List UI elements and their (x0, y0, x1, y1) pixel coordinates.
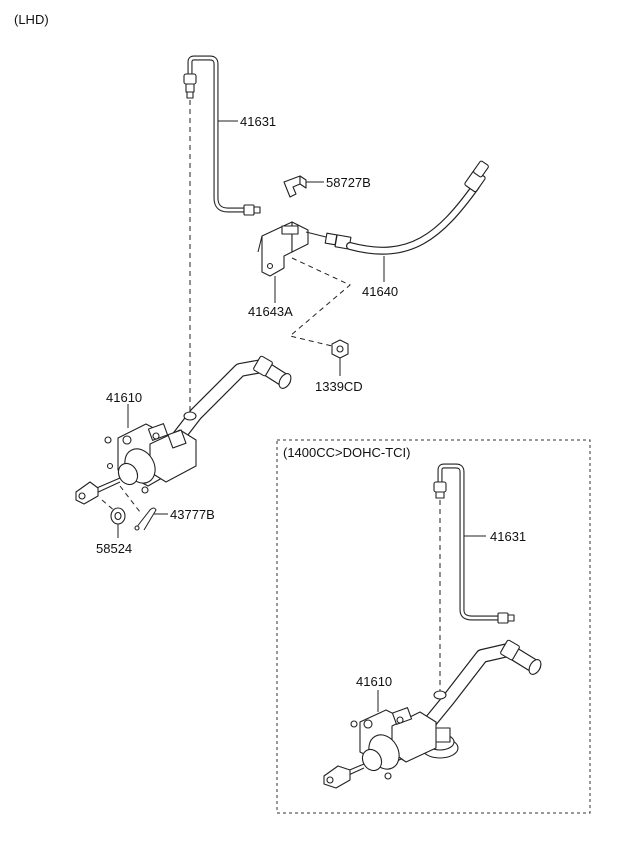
nut-1339CD (331, 339, 349, 359)
label-41643A: 41643A (248, 304, 293, 319)
label-58727B: 58727B (326, 175, 371, 190)
inset-variant-box (276, 439, 591, 814)
label-41640: 41640 (362, 284, 398, 299)
assembly-guide-line-3 (101, 499, 117, 513)
inset-label-41631: 41631 (490, 529, 526, 544)
master-cylinder-41610 (75, 355, 292, 505)
inset-label-41610: 41610 (356, 674, 392, 689)
bracket-41643A (257, 221, 309, 277)
label-58524: 58524 (96, 541, 132, 556)
snap-pin-43777B (134, 507, 157, 531)
label-41631: 41631 (240, 114, 276, 129)
washer-58524 (110, 507, 126, 525)
header-title: (LHD) (14, 12, 49, 27)
clutch-tube-41631 (183, 55, 261, 216)
label-41610: 41610 (106, 390, 142, 405)
label-43777B: 43777B (170, 507, 215, 522)
inset-title: (1400CC>DOHC-TCI) (283, 445, 411, 460)
inset-master-cylinder-41610 (323, 639, 542, 789)
clutch-hose-41640 (305, 160, 489, 255)
assembly-guide-line-2 (288, 257, 351, 347)
label-1339CD: 1339CD (315, 379, 363, 394)
clip-58727B (283, 175, 307, 198)
inset-clutch-tube-41631 (433, 463, 515, 624)
assembly-guide-line-4 (119, 485, 141, 513)
